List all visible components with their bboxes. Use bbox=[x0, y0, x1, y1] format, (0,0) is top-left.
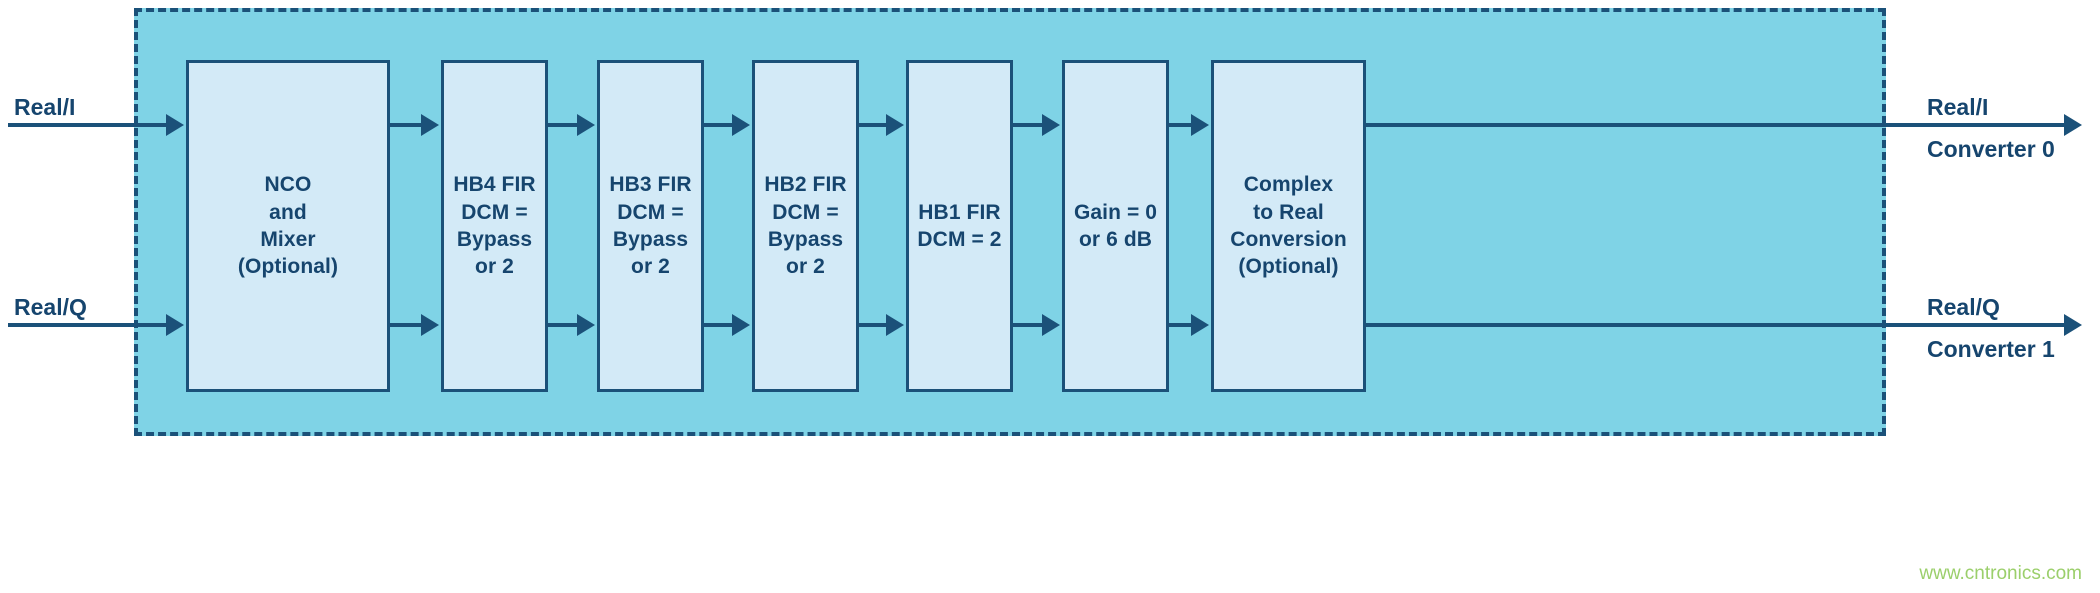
arrow-nco-to-hb4-i bbox=[421, 114, 439, 136]
wire-hb4-to-hb3-i bbox=[548, 123, 579, 127]
wire-hb3-to-hb2-i bbox=[704, 123, 734, 127]
wire-hb2-to-hb1-q bbox=[859, 323, 888, 327]
arrow-hb4-to-hb3-q bbox=[577, 314, 595, 336]
arrow-nco-to-hb4-q bbox=[421, 314, 439, 336]
wire-hb3-to-hb2-q bbox=[704, 323, 734, 327]
watermark-text: www.cntronics.com bbox=[1919, 563, 2082, 584]
input-label-real-q: Real/Q bbox=[14, 294, 87, 320]
block-complex-to-real-label: Complex to Real Conversion (Optional) bbox=[1230, 173, 1347, 279]
output-wire-real-q bbox=[1366, 323, 2066, 327]
output-wire-real-i bbox=[1366, 123, 2066, 127]
block-hb1-fir-label: HB1 FIR DCM = 2 bbox=[917, 200, 1002, 251]
block-nco-mixer-label: NCO and Mixer (Optional) bbox=[237, 173, 339, 279]
wire-hb1-to-gain-q bbox=[1013, 323, 1044, 327]
arrow-hb3-to-hb2-q bbox=[732, 314, 750, 336]
output-label-converter-0: Converter 0 bbox=[1927, 136, 2055, 162]
block-hb3-fir-label: HB3 FIR DCM = Bypass or 2 bbox=[609, 173, 692, 279]
block-hb2-fir[interactable]: HB2 FIR DCM = Bypass or 2 bbox=[752, 60, 859, 392]
block-hb4-fir-label: HB4 FIR DCM = Bypass or 2 bbox=[453, 173, 536, 279]
output-label-converter-1: Converter 1 bbox=[1927, 336, 2055, 362]
wire-nco-to-hb4-i bbox=[390, 123, 423, 127]
block-gain[interactable]: Gain = 0 or 6 dB bbox=[1062, 60, 1169, 392]
wire-hb4-to-hb3-q bbox=[548, 323, 579, 327]
block-hb3-fir[interactable]: HB3 FIR DCM = Bypass or 2 bbox=[597, 60, 704, 392]
output-arrow-real-q bbox=[2064, 314, 2082, 336]
wire-gain-to-complex-q bbox=[1169, 323, 1193, 327]
wire-gain-to-complex-i bbox=[1169, 123, 1193, 127]
arrow-hb4-to-hb3-i bbox=[577, 114, 595, 136]
arrow-hb2-to-hb1-i bbox=[886, 114, 904, 136]
block-hb4-fir[interactable]: HB4 FIR DCM = Bypass or 2 bbox=[441, 60, 548, 392]
input-label-real-i: Real/I bbox=[14, 94, 76, 120]
wire-hb1-to-gain-i bbox=[1013, 123, 1044, 127]
block-hb2-fir-label: HB2 FIR DCM = Bypass or 2 bbox=[764, 173, 847, 279]
arrow-gain-to-complex-q bbox=[1191, 314, 1209, 336]
arrow-hb2-to-hb1-q bbox=[886, 314, 904, 336]
output-arrow-real-i bbox=[2064, 114, 2082, 136]
block-hb1-fir[interactable]: HB1 FIR DCM = 2 bbox=[906, 60, 1013, 392]
arrow-hb1-to-gain-q bbox=[1042, 314, 1060, 336]
input-arrow-real-q bbox=[166, 314, 184, 336]
arrow-hb1-to-gain-i bbox=[1042, 114, 1060, 136]
input-wire-real-i bbox=[8, 123, 168, 127]
arrow-gain-to-complex-i bbox=[1191, 114, 1209, 136]
output-label-real-q: Real/Q bbox=[1927, 294, 2000, 320]
block-nco-mixer[interactable]: NCO and Mixer (Optional) bbox=[186, 60, 390, 392]
block-gain-label: Gain = 0 or 6 dB bbox=[1073, 200, 1158, 251]
wire-hb2-to-hb1-i bbox=[859, 123, 888, 127]
input-wire-real-q bbox=[8, 323, 168, 327]
input-arrow-real-i bbox=[166, 114, 184, 136]
output-label-real-i: Real/I bbox=[1927, 94, 1989, 120]
arrow-hb3-to-hb2-i bbox=[732, 114, 750, 136]
block-complex-to-real[interactable]: Complex to Real Conversion (Optional) bbox=[1211, 60, 1366, 392]
wire-nco-to-hb4-q bbox=[390, 323, 423, 327]
